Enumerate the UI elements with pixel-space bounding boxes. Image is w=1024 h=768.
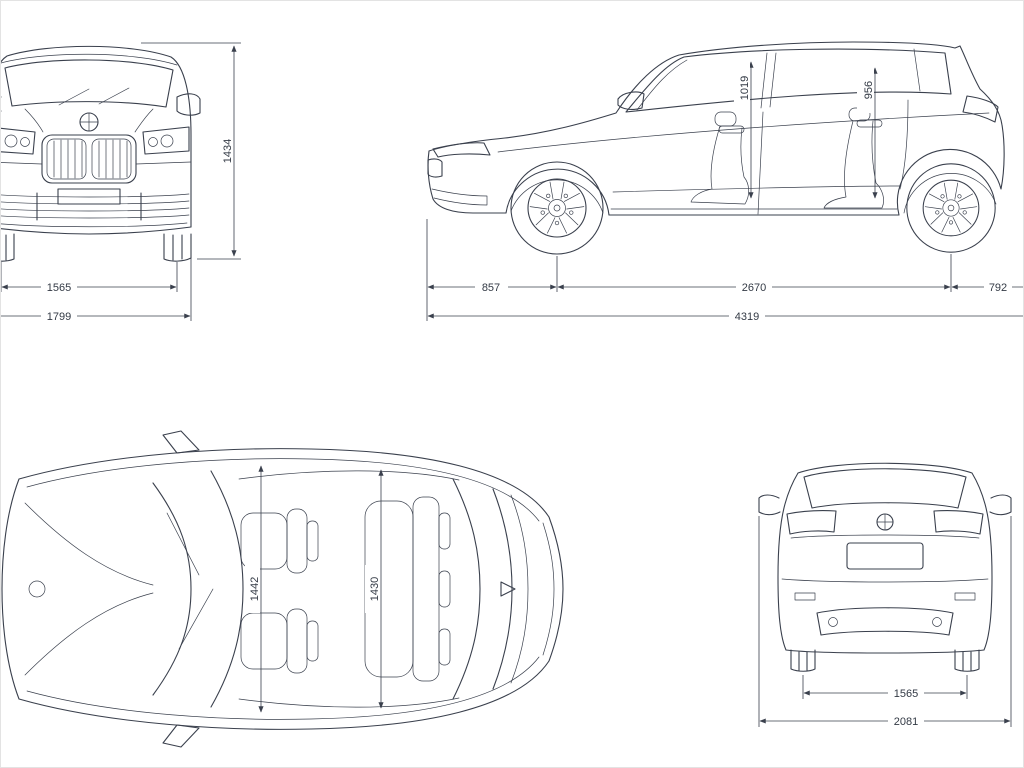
rear-window [803,468,967,509]
top-view-seats [240,496,451,682]
front-headlight-right [142,126,190,155]
dim-label-front-overhang: 857 [482,282,500,294]
rear-mirrors [758,494,1012,516]
side-body-outline [427,41,1005,216]
rear-wheel-right [954,649,980,672]
front-view-drawing [1,45,201,262]
dim-label-overall-width-mirrors: 2081 [894,716,918,728]
front-mirror-right [176,93,201,116]
rear-roundel [876,513,894,531]
rear-body-outline [777,462,993,654]
side-headlight [432,142,491,158]
side-view-dimensions: 1019 956 857 2670 792 4319 [426,61,1023,323]
top-mirrors [162,430,200,748]
front-lower-intake [1,192,190,228]
front-license-plate [57,188,121,205]
front-windshield [4,59,174,108]
front-headlight-left [1,127,36,155]
side-glasshouse [625,48,952,113]
top-windshield [152,470,244,708]
dim-label-overall-height: 1434 [222,139,234,163]
top-view-dimensions: 1442 1430 [245,465,384,713]
dim-label-front-interior-width: 1442 [249,577,261,601]
rear-view-drawing [758,462,1012,672]
side-mirror [617,91,645,110]
top-rear-window [452,478,513,700]
rear-taillight-right [933,510,984,535]
dim-label-overall-width: 1799 [47,311,71,323]
dim-label-front-headroom: 1019 [739,76,751,100]
side-taillight [962,95,999,123]
dim-label-rear-track: 1565 [894,688,918,700]
front-kidney-grille [41,134,137,184]
top-body-outline [1,448,564,730]
top-view-drawing [1,430,564,748]
rear-reflector-left [794,592,816,601]
rear-license-plate [846,542,924,570]
side-view-seats [690,107,884,209]
side-character-line [497,112,990,153]
front-wheel-right [163,233,192,262]
rear-diffuser [816,607,954,636]
front-view-dimensions: 1434 1565 1799 [1,42,241,323]
side-view-drawing [427,41,1005,255]
dim-label-rear-headroom: 956 [863,81,875,99]
dim-label-rear-interior-width: 1430 [369,577,381,601]
front-wheel-left [1,233,15,262]
rear-wheel-left [790,649,816,672]
top-hood-lines [24,502,154,676]
top-roundel [28,580,46,598]
front-wipers [58,87,130,106]
rear-taillight-left [786,510,837,535]
dim-label-front-track: 1565 [47,282,71,294]
dim-label-wheelbase: 2670 [742,282,766,294]
dim-label-rear-overhang: 792 [989,282,1007,294]
rear-view-dimensions: 1565 2081 [758,516,1012,728]
front-body-outline [1,45,192,228]
side-door-seams [757,99,909,215]
top-wipers [166,512,214,650]
rear-reflector-right [954,592,976,601]
front-roundel [79,112,99,132]
dim-label-overall-length: 4319 [735,311,759,323]
side-rear-wheel [906,163,996,253]
top-antenna-fin [500,581,516,597]
side-kidney [427,158,443,178]
side-front-wheel [510,161,604,255]
